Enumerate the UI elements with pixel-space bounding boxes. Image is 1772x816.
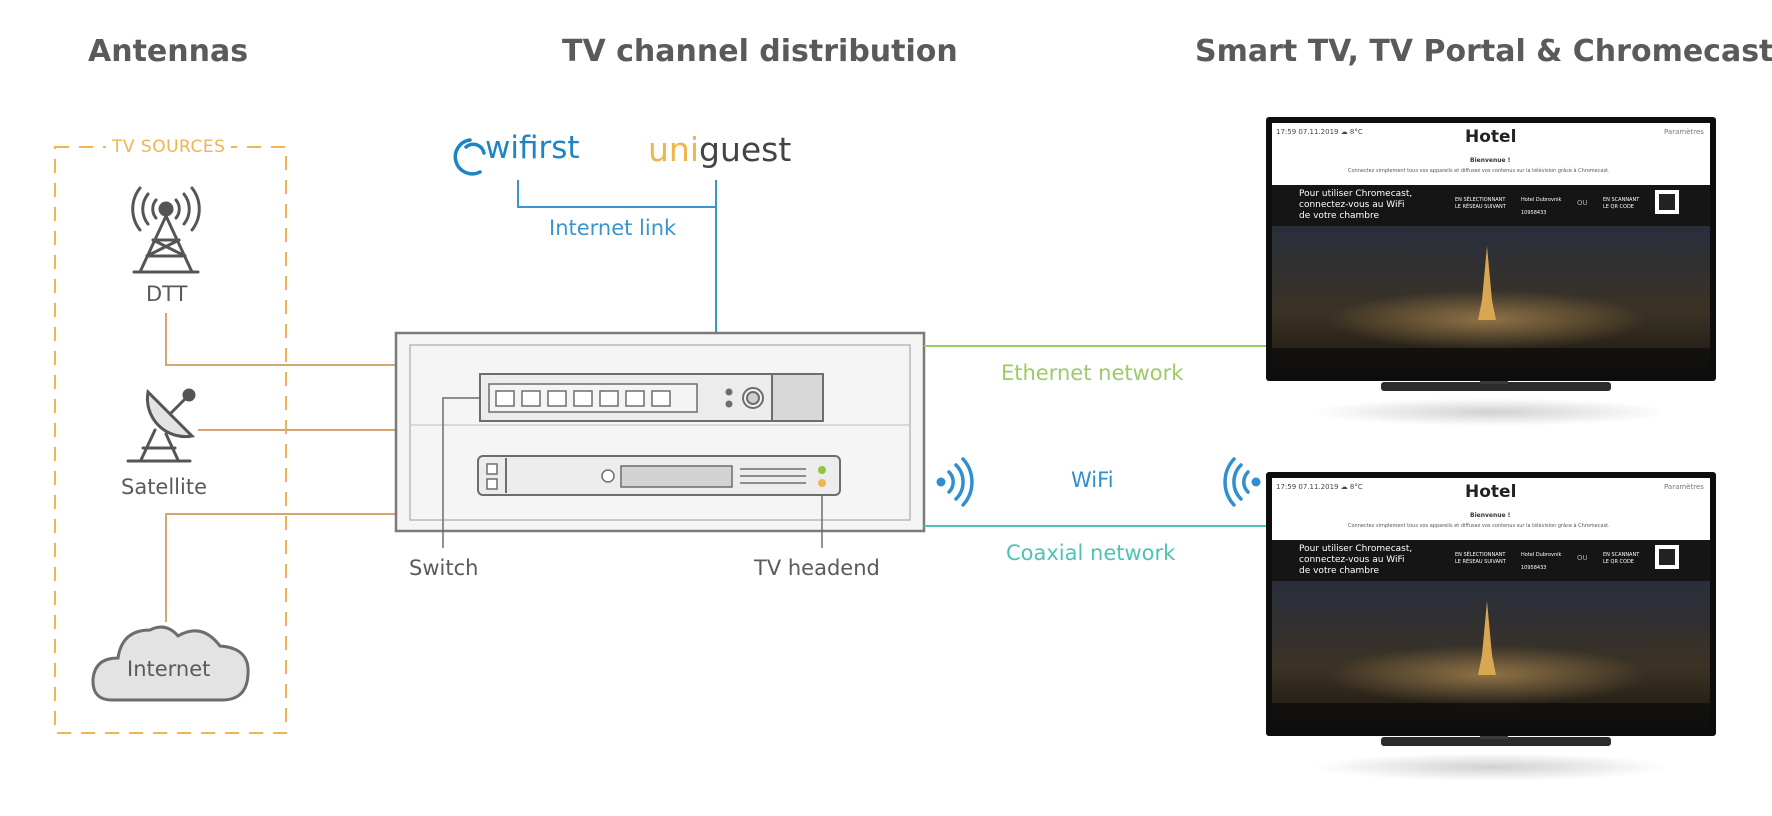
tv-top-logo: Hotel xyxy=(1465,127,1517,147)
smart-tv-bottom xyxy=(1266,472,1716,781)
switch-label: Switch xyxy=(409,556,479,580)
wifirst-logo: wifirst xyxy=(485,130,580,166)
tv-top-or: OU xyxy=(1577,199,1588,207)
tv-top-select-1: EN SÉLECTIONNANT xyxy=(1455,197,1506,203)
tv-bottom-scan-2: LE QR CODE xyxy=(1603,559,1634,565)
antenna-lines xyxy=(165,313,396,622)
tv-headend-device xyxy=(477,455,841,496)
dtt-label: DTT xyxy=(146,282,188,306)
tv-top-welcome: Bienvenue ! xyxy=(1470,157,1511,164)
header-smart-tv: Smart TV, TV Portal & Chromecast xyxy=(1195,34,1772,69)
tv-bottom-subtitle: Connectez simplement tous vos appareils … xyxy=(1348,523,1610,529)
satellite-dish-icon xyxy=(126,388,196,463)
tv-bottom-or: OU xyxy=(1577,554,1588,562)
tv-top-settings: Paramètres xyxy=(1664,128,1704,136)
tv-top-password: 10958433 xyxy=(1521,210,1547,216)
tv-bottom-settings: Paramètres xyxy=(1664,483,1704,491)
tv-top-promo-3: de votre chambre xyxy=(1299,211,1380,221)
wifi-emitter-icon xyxy=(936,457,974,507)
rack-enclosure xyxy=(394,331,926,533)
tv-bottom-select-2: LE RÉSEAU SUIVANT xyxy=(1455,559,1506,565)
tv-bottom-scan-1: EN SCANNANT xyxy=(1603,552,1640,558)
uniguest-logo-uni: uni xyxy=(648,130,699,169)
wifi-receiver-icon xyxy=(1223,457,1261,507)
wifirst-logo-icon xyxy=(453,138,486,176)
cloud-icon xyxy=(91,625,250,702)
tv-top-scan-1: EN SCANNANT xyxy=(1603,197,1640,203)
tv-top-select-2: LE RÉSEAU SUIVANT xyxy=(1455,204,1506,210)
tv-sources-label: TV SOURCES xyxy=(106,137,232,157)
tv-top-scan-2: LE QR CODE xyxy=(1603,204,1634,210)
tv-headend-label: TV headend xyxy=(754,556,880,580)
uniguest-logo: uniguest xyxy=(648,130,791,169)
ethernet-network-label: Ethernet network xyxy=(1001,361,1184,385)
tv-top-status: 17:59 07.11.2019 ☁ 8°C xyxy=(1276,128,1363,136)
internet-link-label: Internet link xyxy=(549,216,677,240)
header-distribution: TV channel distribution xyxy=(562,34,958,69)
tv-bottom-network: Hotel Dubrovnik xyxy=(1521,552,1562,558)
tv-bottom-promo-2: connectez-vous au WiFi xyxy=(1299,555,1405,565)
switch-device xyxy=(479,373,824,422)
tv-top-promo-2: connectez-vous au WiFi xyxy=(1299,200,1405,210)
satellite-label: Satellite xyxy=(121,475,208,499)
header-antennas: Antennas xyxy=(88,34,249,69)
tv-bottom-select-1: EN SÉLECTIONNANT xyxy=(1455,552,1506,558)
dtt-tower-icon xyxy=(131,186,201,274)
tv-bottom-password: 10958433 xyxy=(1521,565,1547,571)
tv-bottom-promo-3: de votre chambre xyxy=(1299,566,1380,576)
smart-tv-top xyxy=(1266,117,1716,426)
internet-label: Internet xyxy=(127,657,211,681)
internet-link-lines xyxy=(517,180,717,333)
tv-bottom-status: 17:59 07.11.2019 ☁ 8°C xyxy=(1276,483,1363,491)
tv-top-subtitle: Connectez simplement tous vos appareils … xyxy=(1348,168,1610,174)
wifi-label: WiFi xyxy=(1071,468,1114,492)
coaxial-network-label: Coaxial network xyxy=(1006,541,1176,565)
uniguest-logo-guest: guest xyxy=(699,130,792,169)
tv-bottom-logo: Hotel xyxy=(1465,482,1517,502)
device-leader-lines xyxy=(442,397,823,548)
tv-top-promo-1: Pour utiliser Chromecast, xyxy=(1299,189,1413,199)
tv-bottom-welcome: Bienvenue ! xyxy=(1470,512,1511,519)
tv-top-network: Hotel Dubrovnik xyxy=(1521,197,1562,203)
tv-bottom-promo-1: Pour utiliser Chromecast, xyxy=(1299,544,1413,554)
